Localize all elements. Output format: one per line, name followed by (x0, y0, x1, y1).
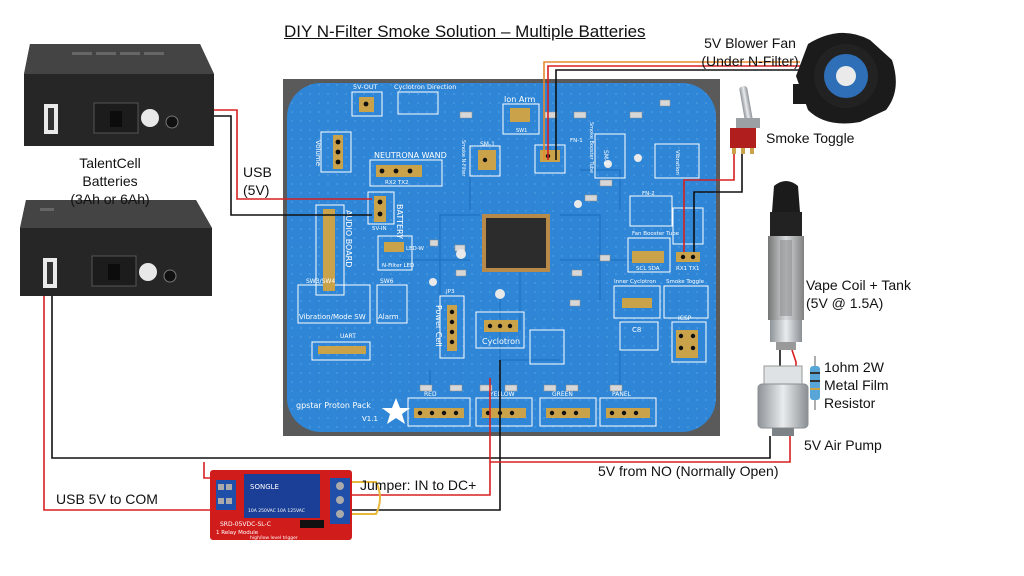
svg-text:PANEL: PANEL (612, 391, 632, 398)
svg-text:SONGLE: SONGLE (250, 483, 279, 491)
svg-text:C8: C8 (632, 326, 641, 334)
svg-text:5V-IN: 5V-IN (372, 226, 387, 232)
jumper-wire (349, 481, 381, 515)
svg-text:Smoke N-Filter: Smoke N-Filter (460, 140, 466, 177)
label-batteries: TalentCell Batteries (3Ah or 6Ah) (50, 154, 170, 208)
label-smoke-toggle: Smoke Toggle (766, 130, 855, 146)
svg-text:1 Relay Module: 1 Relay Module (216, 530, 259, 536)
label-blower-fan-line2: (Under N-Filter) (701, 53, 799, 69)
svg-text:Alarm: Alarm (378, 313, 399, 321)
svg-text:10A 250VAC 10A 125VAC: 10A 250VAC 10A 125VAC (248, 508, 305, 514)
svg-text:AUDIO BOARD: AUDIO BOARD (344, 210, 353, 267)
wire-toggle-black (693, 150, 743, 252)
svg-text:FN-1: FN-1 (570, 138, 583, 144)
svg-text:GREEN: GREEN (552, 391, 573, 398)
svg-text:RX1 TX1: RX1 TX1 (676, 266, 699, 272)
svg-text:Fan Booster Tube: Fan Booster Tube (632, 231, 680, 237)
svg-text:gpstar Proton Pack: gpstar Proton Pack (296, 401, 371, 410)
label-usb: USB (5V) (243, 163, 272, 199)
battery-1 (24, 44, 214, 146)
svg-text:5V-OUT: 5V-OUT (353, 83, 378, 91)
blower-fan (793, 32, 896, 124)
svg-text:SRD-05VDC-SL-C: SRD-05VDC-SL-C (220, 521, 271, 528)
svg-text:Volume: Volume (314, 140, 322, 166)
wire-toggle-red (683, 150, 735, 252)
label-blower-fan-line1: 5V Blower Fan (704, 35, 796, 51)
label-resistor-line3: Resistor (824, 395, 876, 411)
svg-text:Smoke Booster Tube: Smoke Booster Tube (588, 122, 594, 173)
wire-relay-black (352, 360, 501, 511)
svg-text:NEUTRONA WAND: NEUTRONA WAND (374, 151, 447, 160)
battery-2 (20, 200, 212, 296)
svg-text:SCL SDA: SCL SDA (636, 266, 660, 272)
label-vape-line1: Vape Coil + Tank (806, 277, 911, 293)
svg-text:SW6: SW6 (380, 278, 394, 285)
label-blower-fan: 5V Blower Fan (Under N-Filter) (700, 34, 800, 70)
svg-text:high/low level trigger: high/low level trigger (250, 535, 298, 541)
resistor (810, 356, 820, 410)
svg-text:RX2 TX2: RX2 TX2 (385, 180, 408, 186)
wire-fan-black (555, 69, 806, 160)
wire-fan-orange (543, 61, 800, 160)
smoke-toggle-switch (730, 86, 760, 154)
svg-text:SW1: SW1 (516, 128, 527, 134)
page-title: DIY N-Filter Smoke Solution – Multiple B… (284, 22, 646, 41)
relay-module: SONGLE 10A 250VAC 10A 125VAC SRD-05VDC-S… (210, 470, 352, 541)
label-vape-line2: (5V @ 1.5A) (806, 295, 884, 311)
wire-fan-red (547, 65, 804, 160)
svg-text:Ion Arm: Ion Arm (504, 95, 535, 104)
mcu-chip (482, 214, 550, 272)
svg-text:Inner Cyclotron: Inner Cyclotron (614, 279, 657, 285)
label-usb-line2: (5V) (243, 182, 270, 198)
svg-text:ICSP: ICSP (678, 315, 692, 322)
svg-text:UART: UART (340, 333, 356, 340)
label-batteries-line1: TalentCell Batteries (79, 155, 141, 189)
svg-text:RED: RED (424, 391, 437, 398)
air-pump (757, 365, 809, 436)
svg-text:SM-2: SM-2 (602, 150, 609, 165)
svg-text:FN-2: FN-2 (642, 191, 655, 197)
svg-text:JP3: JP3 (445, 289, 455, 295)
svg-text:Vibration/Mode SW: Vibration/Mode SW (299, 313, 366, 321)
label-usb-com: USB 5V to COM (56, 491, 158, 507)
label-vape: Vape Coil + Tank (5V @ 1.5A) (806, 276, 911, 312)
svg-text:Cyclotron Direction: Cyclotron Direction (394, 83, 456, 91)
svg-text:Vibration: Vibration (674, 150, 680, 175)
svg-text:SM-1: SM-1 (480, 141, 495, 148)
svg-text:BATTERY: BATTERY (395, 204, 404, 239)
svg-text:Smoke Toggle: Smoke Toggle (666, 279, 705, 285)
pcb-board: 5V-OUT Cyclotron Direction Ion Arm NEUTR… (283, 79, 720, 436)
label-air-pump: 5V Air Pump (804, 437, 882, 453)
label-no-wire: 5V from NO (Normally Open) (598, 463, 779, 479)
wire-no-red (352, 378, 491, 496)
wire-coil-red (490, 435, 791, 463)
wire-usb-com-red (43, 287, 214, 511)
svg-text:Cyclotron: Cyclotron (482, 337, 520, 346)
svg-text:LED-W: LED-W (406, 246, 425, 252)
vape-tank (768, 181, 804, 350)
label-resistor: 1ohm 2W Metal Film Resistor (824, 358, 889, 412)
svg-text:Power Cell: Power Cell (434, 305, 443, 347)
svg-text:YELLOW: YELLOW (489, 391, 515, 398)
label-batteries-line2: (3Ah or 6Ah) (70, 191, 150, 207)
label-usb-line1: USB (243, 164, 272, 180)
gpstar-logo (382, 398, 410, 424)
label-resistor-line1: 1ohm 2W (824, 359, 884, 375)
label-resistor-line2: Metal Film (824, 377, 889, 393)
svg-text:N-Filter LED: N-Filter LED (382, 263, 414, 269)
svg-text:SW3/SW4: SW3/SW4 (306, 278, 335, 285)
wire-no-to-pump (203, 462, 210, 479)
svg-text:V1.1: V1.1 (362, 415, 378, 423)
label-jumper: Jumper: IN to DC+ (360, 477, 477, 493)
